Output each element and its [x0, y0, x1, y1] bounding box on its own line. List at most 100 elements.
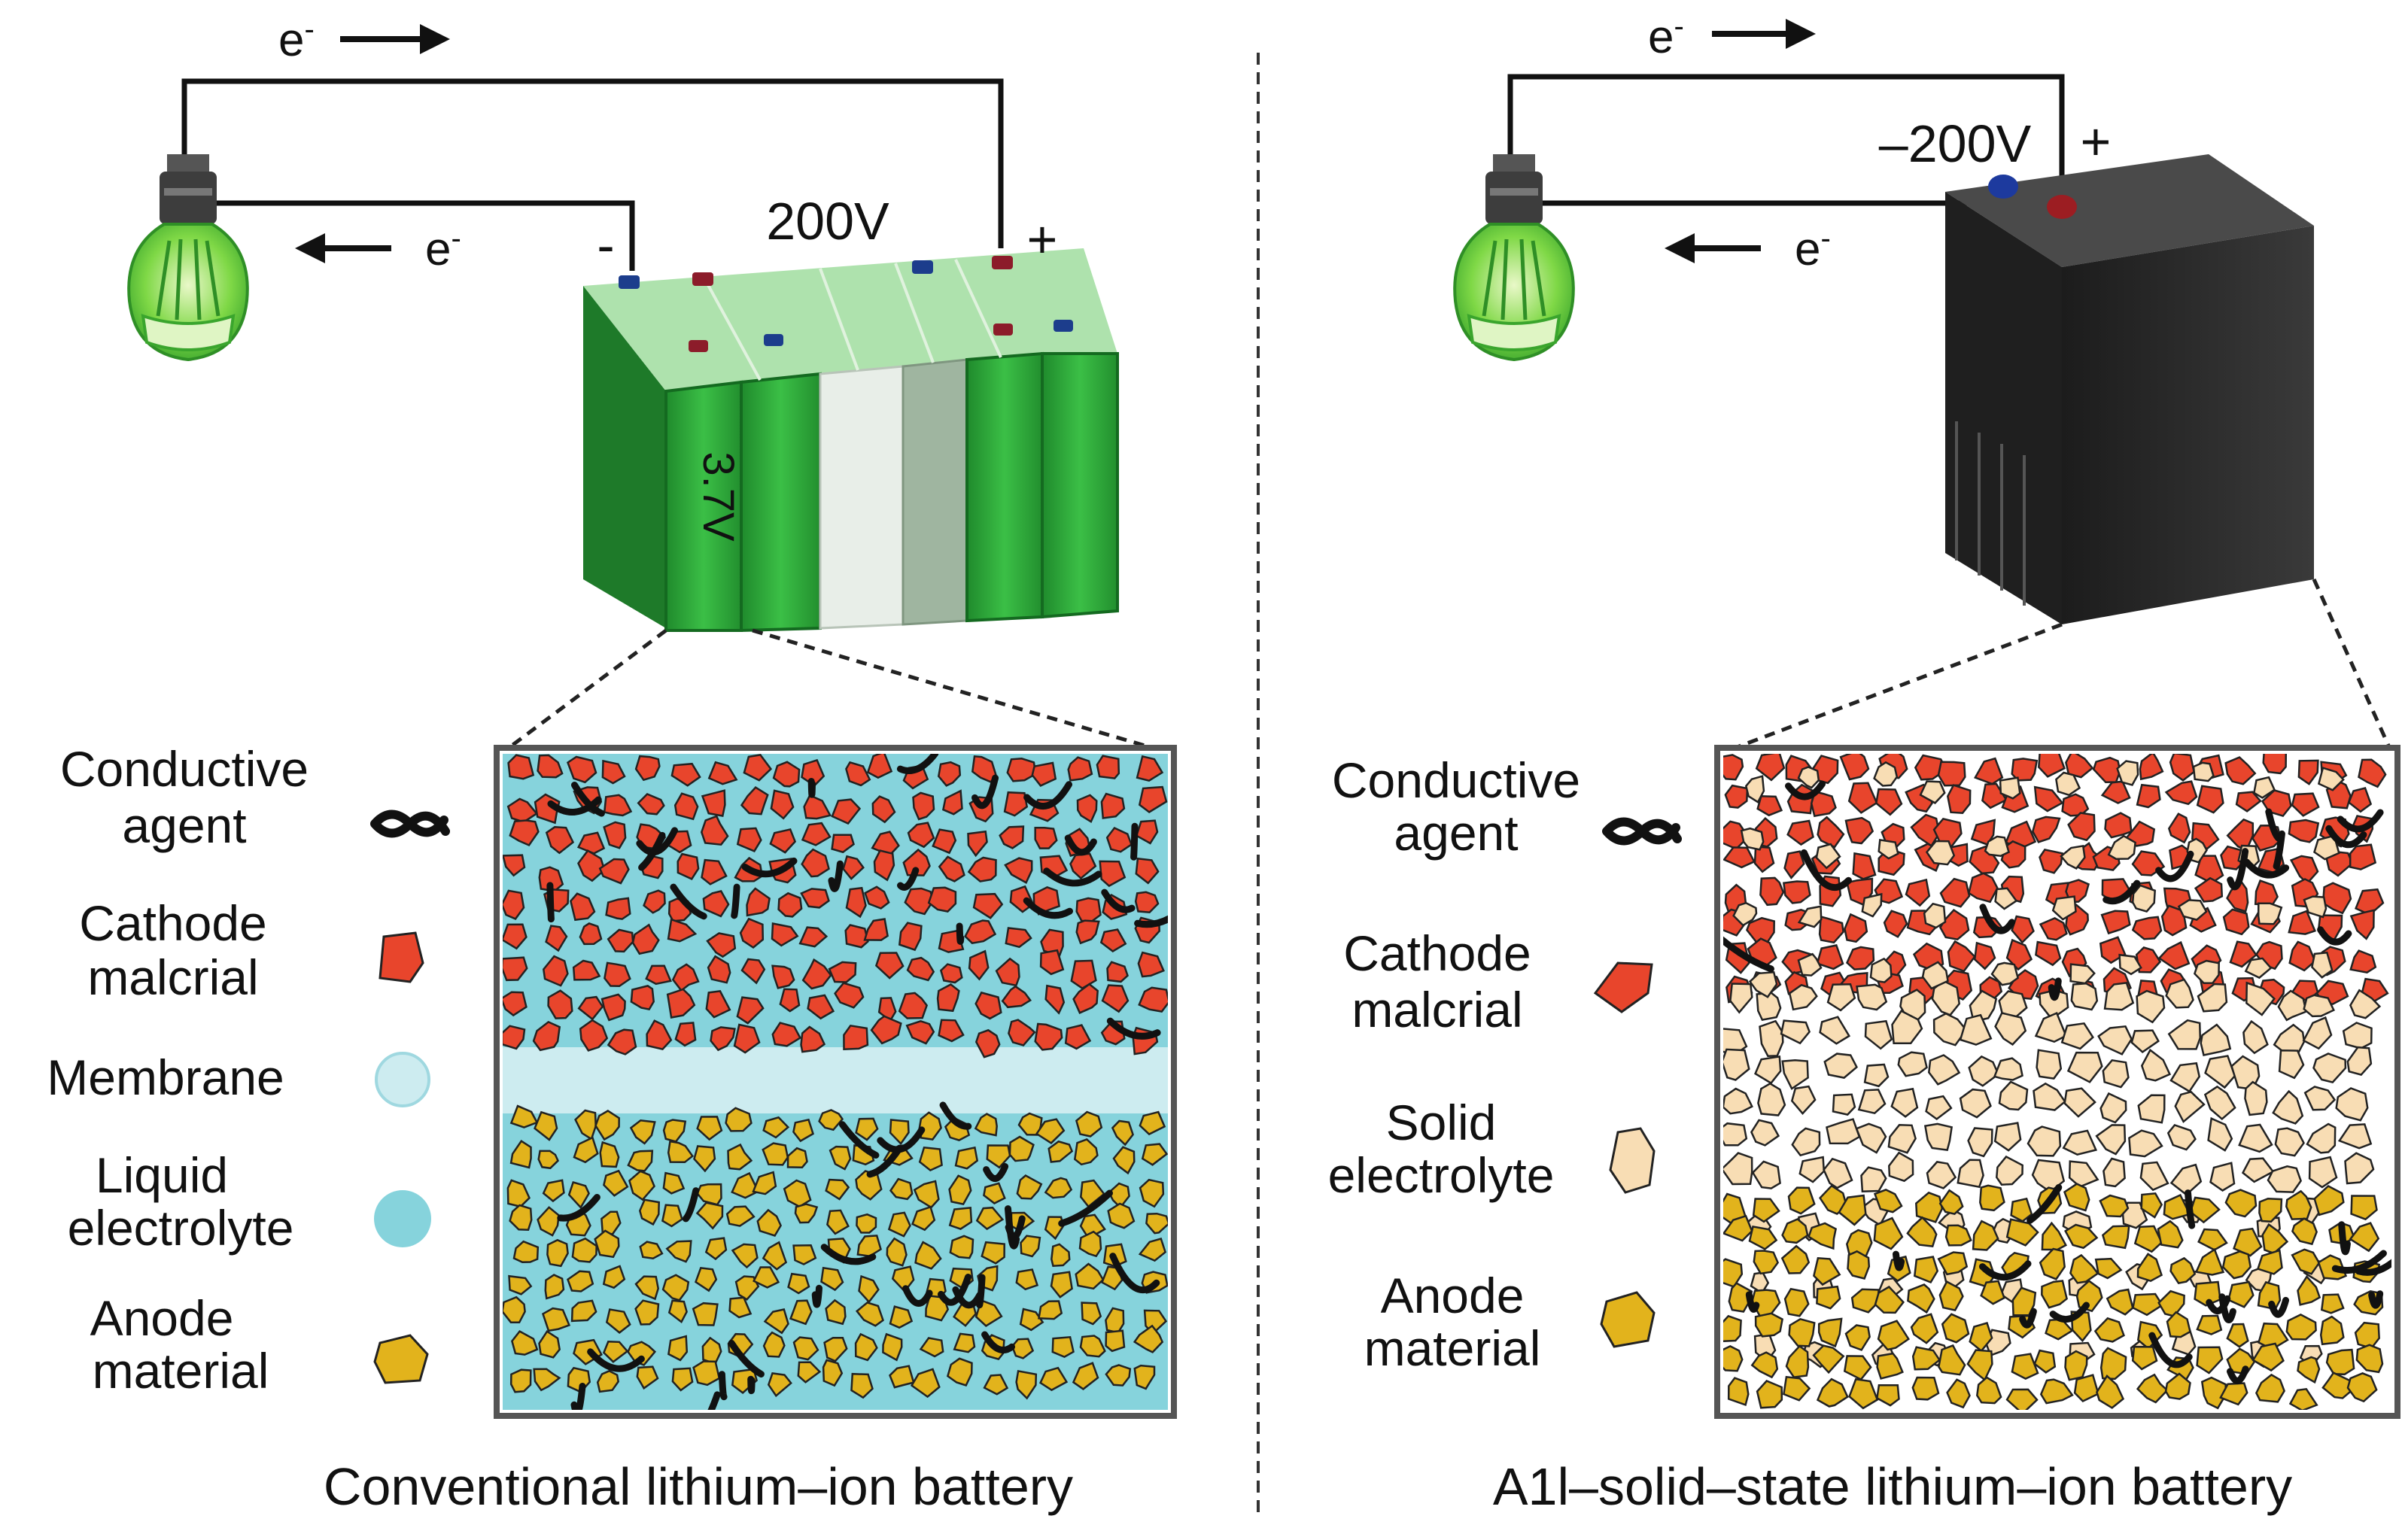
- anode-particle: [975, 1206, 1005, 1231]
- cathode-particle: [598, 858, 630, 885]
- anode-particle: [509, 1104, 539, 1128]
- anode-particle: [949, 1235, 974, 1259]
- conductive-agent-fiber: [1800, 849, 1852, 891]
- battery-terminals: [619, 256, 1073, 352]
- cathode-particle: [2288, 940, 2316, 972]
- anode-particle: [2227, 1280, 2255, 1308]
- cathode-particle: [1937, 761, 1966, 787]
- anode-particle: [731, 1243, 759, 1269]
- anode-particle: [2233, 1227, 2263, 1257]
- cathode-particle: [995, 957, 1020, 987]
- solid-electrolyte-particle: [2177, 899, 2208, 921]
- anode-particle: [2256, 1249, 2283, 1275]
- cathode-particle: [2164, 780, 2198, 806]
- solid-electrolyte-icon: [1609, 1127, 1656, 1194]
- cathode-particle: [938, 1019, 965, 1043]
- cathode-particle: [1135, 819, 1159, 845]
- anode-particle: [2251, 1342, 2285, 1372]
- anode-particle: [634, 1275, 659, 1301]
- anode-particle: [1812, 1344, 1845, 1374]
- legend-solid-electrolyte: Solid electrolyte: [1328, 1095, 1656, 1203]
- cathode-particle: [1008, 1019, 1036, 1046]
- solid-electrolyte-particle: [1832, 1093, 1856, 1116]
- anode-particle: [2064, 1223, 2099, 1250]
- anode-particle: [983, 1374, 1009, 1396]
- cathode-particle: [1852, 852, 1877, 880]
- solid-electrolyte-particle: [2335, 1087, 2369, 1122]
- anode-particle: [2106, 1288, 2134, 1316]
- solid-electrolyte-particle: [1967, 1127, 1993, 1158]
- cathode-particle: [547, 989, 573, 1019]
- cathode-particle: [866, 754, 893, 779]
- anode-particle: [1783, 1375, 1811, 1402]
- svg-text:agent: agent: [122, 797, 246, 853]
- cathode-particle: [1005, 927, 1032, 949]
- cathode-particle: [2169, 754, 2195, 782]
- cathode-particle: [1072, 983, 1099, 1014]
- right-electron-arrow-bottom: e-: [1665, 222, 1831, 275]
- anode-particle: [594, 1229, 620, 1259]
- cathode-particle: [634, 755, 661, 782]
- conductive-agent-fiber: [1979, 904, 2015, 934]
- cathode-particle: [771, 964, 795, 989]
- cathode-particle: [1845, 946, 1875, 970]
- solid-electrolyte-particle: [2063, 1087, 2096, 1118]
- anode-particle: [1753, 1250, 1780, 1275]
- anode-particle: [503, 1295, 526, 1324]
- conductive-agent-fiber: [983, 1163, 1009, 1182]
- solid-electrolyte-particle: [1923, 902, 1947, 929]
- cathode-particle: [807, 994, 835, 1020]
- anode-particle: [820, 1266, 844, 1292]
- anode-particle: [661, 1204, 683, 1228]
- anode-particle: [1938, 1189, 1964, 1215]
- anode-particle: [792, 1336, 819, 1361]
- solid-electrolyte-particle: [2303, 994, 2335, 1018]
- cathode-particle: [503, 956, 528, 982]
- anode-particle: [2075, 1279, 2103, 1313]
- anode-particle: [954, 1146, 979, 1170]
- solid-electrolyte-particle: [2311, 951, 2334, 979]
- cathode-particle: [577, 849, 606, 882]
- cathode-particle: [906, 956, 935, 982]
- svg-text:Conductive: Conductive: [1332, 752, 1580, 808]
- cathode-particle: [936, 983, 960, 1013]
- anode-particle: [599, 1141, 620, 1168]
- cathode-particle: [2005, 938, 2033, 971]
- solid-electrolyte-particle: [2103, 982, 2135, 1011]
- conductive-agent-fiber: [571, 782, 605, 817]
- anode-particle: [696, 1116, 723, 1141]
- solid-electrolyte-particle: [1823, 1157, 1853, 1189]
- anode-particle: [1111, 1119, 1134, 1147]
- cathode-material-icon: [1593, 961, 1653, 1013]
- anode-particle: [854, 1332, 878, 1362]
- cathode-particle: [800, 888, 830, 909]
- solid-electrolyte-particle: [1757, 1082, 1786, 1116]
- cathode-particle: [507, 754, 535, 780]
- anode-particle: [762, 1142, 789, 1166]
- solid-electrolyte-particle: [1857, 1089, 1887, 1115]
- cathode-particle: [1032, 885, 1060, 916]
- solid-electrolyte-particle: [1873, 761, 1899, 787]
- cathode-particle: [967, 856, 997, 882]
- solid-electrolyte-particle: [2257, 902, 2283, 925]
- anode-particle: [661, 1274, 690, 1302]
- cathode-particle: [1939, 877, 1971, 908]
- cathode-particle: [2100, 780, 2131, 804]
- anode-particle: [855, 1117, 879, 1141]
- cathode-particle: [1756, 795, 1783, 817]
- cathode-particle: [1137, 951, 1165, 978]
- solid-electrolyte-particle: [1750, 1119, 1780, 1147]
- svg-text:electrolyte: electrolyte: [1328, 1147, 1555, 1203]
- solid-state-battery-microstructure: [1714, 745, 2400, 1419]
- right-pack-voltage: –200V: [1879, 114, 2032, 173]
- conductive-agent-fiber: [707, 1391, 721, 1410]
- svg-text:Anode: Anode: [1381, 1268, 1525, 1323]
- solid-electrolyte-particle: [1780, 1019, 1811, 1045]
- solid-electrolyte-particle: [1815, 843, 1841, 870]
- anode-particle: [858, 1274, 880, 1304]
- anode-particle: [825, 1178, 850, 1201]
- conductive-agent-fiber: [2337, 809, 2384, 833]
- solid-electrolyte-particle: [1797, 905, 1823, 928]
- solid-electrolyte-particle: [2068, 1160, 2099, 1188]
